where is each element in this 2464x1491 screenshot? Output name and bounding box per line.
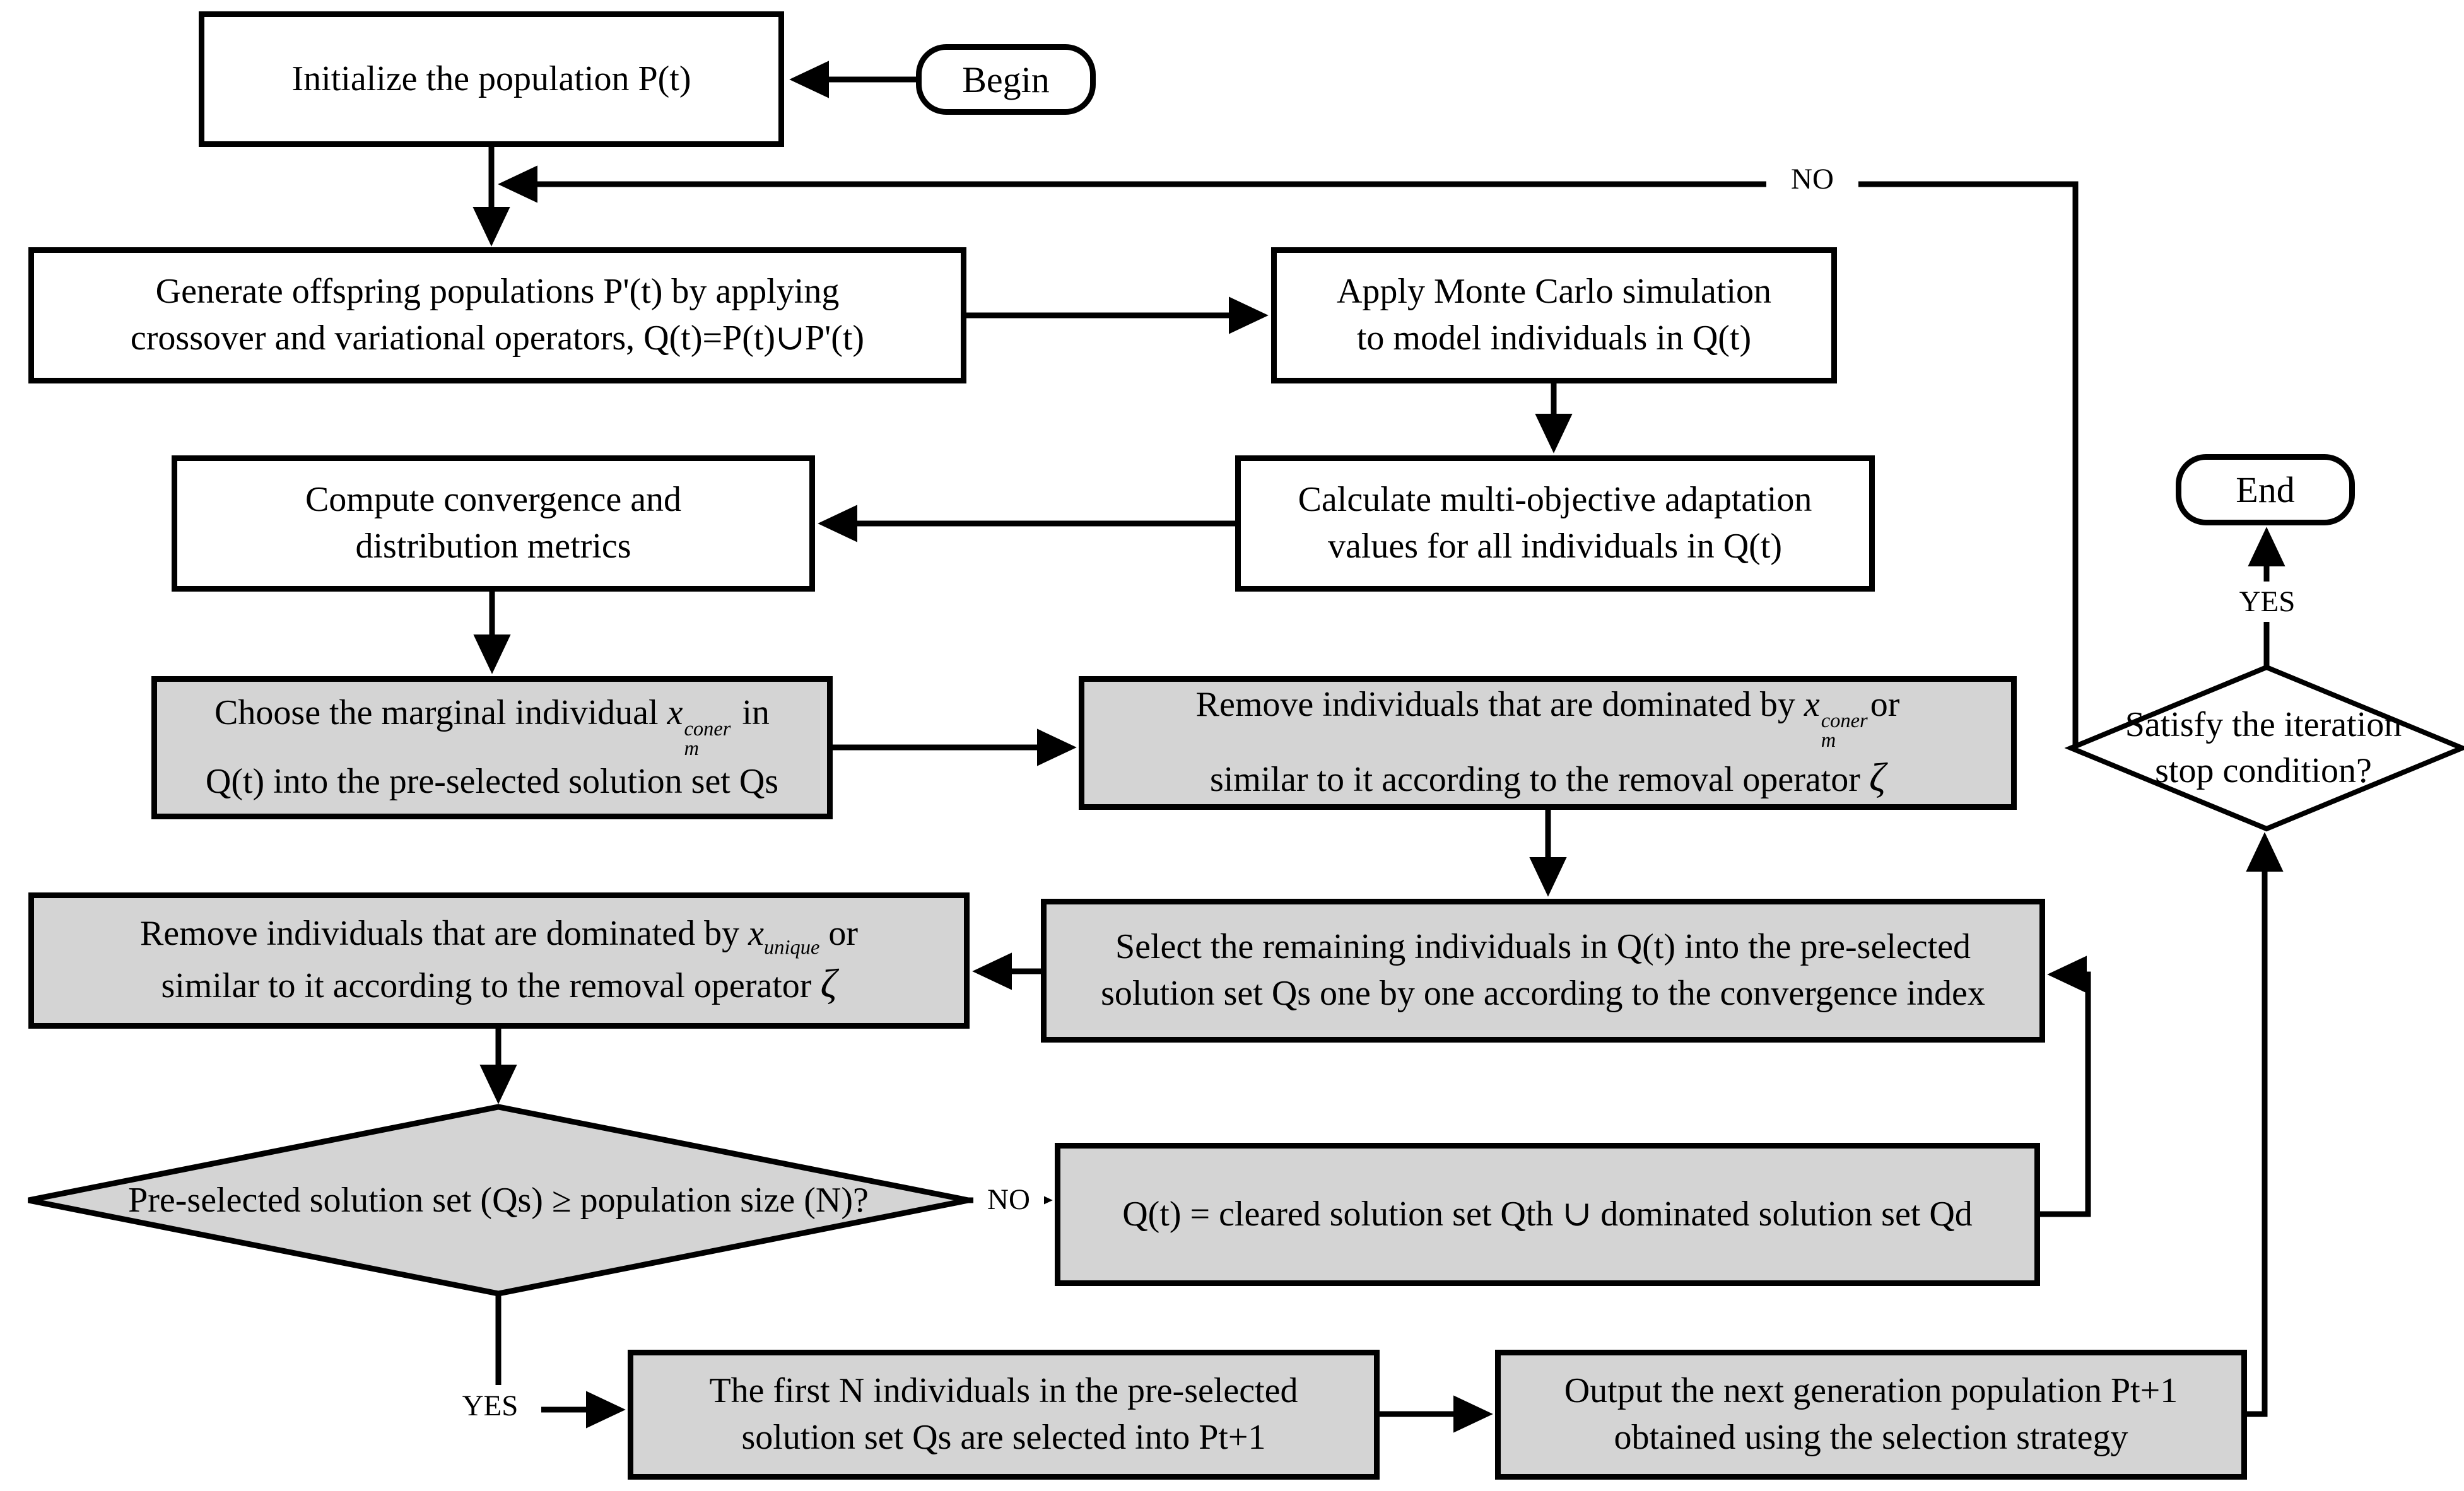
label-yes-qs: YES — [440, 1386, 540, 1425]
math-x-corner: x — [667, 693, 683, 733]
decision-stop-diamond — [2064, 664, 2464, 832]
math-zeta: ζ — [1869, 754, 1886, 800]
label-no-qs: NO — [973, 1179, 1044, 1220]
node-qt-union: Q(t) = cleared solution set Qth ∪ domina… — [1055, 1143, 2040, 1286]
begin-terminal: Begin — [916, 44, 1096, 115]
decision-qs-diamond — [28, 1104, 969, 1297]
node-remove-dominated-corner: Remove individuals that are dominated by… — [1079, 676, 2017, 810]
end-terminal: End — [2176, 454, 2355, 525]
arrow-no-loop-return — [498, 165, 2079, 746]
node-select-remaining: Select the remaining individuals in Q(t)… — [1041, 899, 2045, 1043]
node-generate-offspring: Generate offspring populations P'(t) by … — [28, 247, 966, 383]
math-zeta: ζ — [820, 961, 837, 1007]
node-output-next-generation: Output the next generation population Pt… — [1495, 1350, 2247, 1480]
node-calc-adaptation: Calculate multi-objective adaptation val… — [1235, 455, 1875, 592]
label-no-loop: NO — [1766, 159, 1858, 199]
node-initialize-population: Initialize the population P(t) — [199, 11, 784, 147]
begin-label: Begin — [962, 59, 1050, 100]
label-yes-stop: YES — [2218, 582, 2316, 622]
math-x-corner: x — [1804, 685, 1820, 725]
node-first-n-selected: The first N individuals in the pre-selec… — [628, 1350, 1380, 1480]
node-compute-metrics: Compute convergence and distribution met… — [172, 455, 815, 592]
math-x-unique: x — [748, 913, 765, 953]
arrow-output-to-stopcheck — [2246, 832, 2284, 1417]
node-remove-dominated-unique: Remove individuals that are dominated by… — [28, 892, 970, 1029]
end-label: End — [2236, 469, 2295, 510]
node-monte-carlo: Apply Monte Carlo simulation to model in… — [1271, 247, 1837, 383]
arrow-qtunion-return-to-select — [2040, 956, 2091, 1217]
